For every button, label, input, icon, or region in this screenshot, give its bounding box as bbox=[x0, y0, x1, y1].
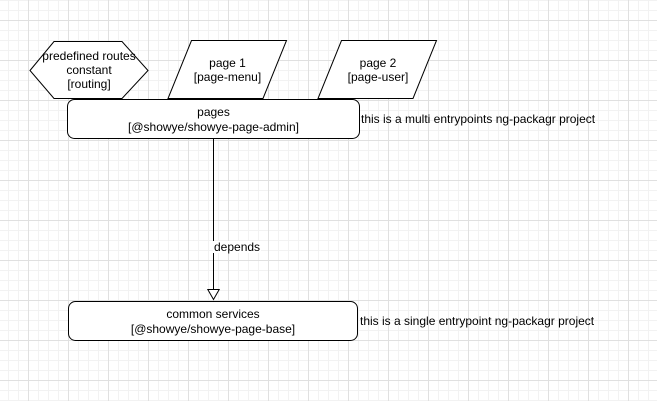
annotation-single-entrypoint[interactable]: this is a single entrypoint ng-packagr p… bbox=[360, 314, 595, 328]
page1-parallelogram-label: page 1 [page-menu] bbox=[168, 56, 287, 84]
annotation-multi-entrypoints[interactable]: this is a multi entrypoints ng-packagr p… bbox=[361, 112, 596, 126]
pages-box-label-line1: pages bbox=[197, 105, 230, 119]
page1-label-line1: page 1 bbox=[209, 56, 246, 70]
pages-box-label: pages [@showye/showye-page-admin] bbox=[67, 105, 360, 135]
page2-label-line1: page 2 bbox=[359, 56, 397, 70]
base-box-label-line1: common services bbox=[166, 307, 260, 321]
page2-label-line2: [page-user] bbox=[347, 70, 409, 84]
depends-edge[interactable] bbox=[206, 138, 221, 301]
pages-box-label-line2: [@showye/showye-page-admin] bbox=[128, 120, 299, 134]
routing-hexagon-label: predefined routes constant [routing] bbox=[30, 49, 148, 91]
routing-hexagon-shape[interactable] bbox=[29, 41, 149, 99]
page1-label-line2: [page-menu] bbox=[193, 70, 262, 84]
depends-edge-label: depends bbox=[213, 240, 262, 254]
page2-parallelogram-label: page 2 [page-user] bbox=[318, 56, 438, 84]
page2-parallelogram-shape[interactable] bbox=[317, 40, 438, 99]
depends-edge-arrowhead bbox=[206, 289, 221, 301]
base-box-label-line2: [@showye/showye-page-base] bbox=[130, 322, 296, 336]
routing-hexagon-label-line2: constant bbox=[66, 63, 112, 77]
page1-parallelogram-shape[interactable] bbox=[167, 40, 288, 99]
base-box-shape[interactable] bbox=[68, 301, 358, 341]
base-box-label: common services [@showye/showye-page-bas… bbox=[68, 307, 358, 337]
routing-hexagon-label-line3: [routing] bbox=[67, 77, 111, 91]
routing-hexagon-label-line1: predefined routes bbox=[42, 49, 136, 63]
